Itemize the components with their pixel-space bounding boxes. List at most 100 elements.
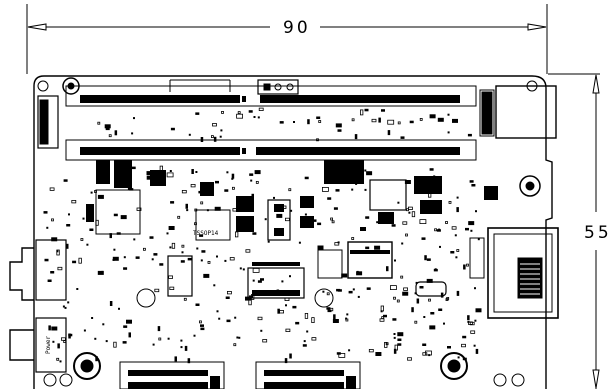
smd-component xyxy=(44,258,49,262)
smd-component xyxy=(387,119,395,125)
smd-component xyxy=(152,343,155,346)
smd-component xyxy=(351,118,355,122)
smd-component xyxy=(128,332,131,338)
smd-component xyxy=(101,270,104,273)
smd-component xyxy=(284,297,290,302)
smd-component xyxy=(364,188,367,191)
smd-component xyxy=(276,213,283,218)
smd-component xyxy=(304,312,309,319)
smd-component xyxy=(180,260,185,263)
smd-component xyxy=(456,196,459,199)
smd-component xyxy=(214,206,221,211)
smd-component xyxy=(455,256,458,259)
smd-component xyxy=(59,360,62,363)
smd-component xyxy=(113,213,118,217)
smd-component xyxy=(257,116,260,119)
chip-marking-label: TSSOP14 xyxy=(193,230,219,237)
smd-component xyxy=(302,344,307,347)
board-outline xyxy=(9,75,553,389)
smd-component xyxy=(196,247,199,250)
usb-connector xyxy=(479,85,557,139)
smd-component xyxy=(365,246,370,250)
smd-component xyxy=(355,172,358,174)
smd-component xyxy=(427,191,432,198)
smd-component xyxy=(351,188,354,191)
smd-component xyxy=(146,175,153,180)
smd-component xyxy=(463,264,466,270)
smd-component xyxy=(183,297,187,301)
smd-component xyxy=(252,279,255,282)
smd-component xyxy=(381,109,385,112)
smd-component xyxy=(311,317,315,324)
smd-component xyxy=(194,208,198,212)
smd-component xyxy=(198,320,202,324)
smd-component xyxy=(95,219,99,226)
smd-component xyxy=(245,296,251,301)
smd-component xyxy=(446,296,450,300)
bottom-connector-outline xyxy=(119,361,361,389)
smd-component xyxy=(470,229,473,232)
smd-component xyxy=(180,339,183,342)
smd-component xyxy=(48,325,51,331)
smd-component xyxy=(285,304,287,307)
smd-component xyxy=(64,306,67,309)
smd-component xyxy=(292,305,297,309)
smd-component xyxy=(346,313,349,316)
smd-component xyxy=(213,284,216,287)
smd-component xyxy=(171,242,176,249)
smd-component xyxy=(97,270,104,275)
smd-component xyxy=(168,226,175,230)
smd-component xyxy=(355,182,358,185)
smd-component xyxy=(220,129,223,132)
smd-component xyxy=(365,216,370,219)
smd-component xyxy=(258,107,264,111)
smd-component xyxy=(151,258,154,261)
smd-component xyxy=(136,207,142,211)
smd-component xyxy=(471,184,476,187)
smd-component xyxy=(426,278,433,283)
smd-component xyxy=(400,275,404,279)
smd-component xyxy=(475,308,482,313)
smd-component xyxy=(311,337,317,341)
smd-component xyxy=(121,178,124,181)
smd-component xyxy=(393,348,397,354)
smd-component xyxy=(224,189,229,192)
smd-component xyxy=(187,358,191,364)
smd-component xyxy=(72,260,77,264)
smd-component xyxy=(331,220,335,224)
smd-component xyxy=(180,346,183,349)
smd-component xyxy=(364,108,369,112)
smd-component xyxy=(303,340,306,343)
smd-component xyxy=(68,213,70,216)
smd-component xyxy=(387,130,391,136)
smd-component xyxy=(104,124,111,129)
smd-component xyxy=(114,130,118,136)
smd-component xyxy=(450,251,455,254)
smd-component xyxy=(231,173,235,179)
smd-component xyxy=(245,249,251,253)
smd-component xyxy=(394,344,398,351)
smd-component xyxy=(231,186,235,190)
smd-component xyxy=(135,256,140,259)
smd-component xyxy=(457,356,460,359)
smd-component xyxy=(194,222,197,226)
smd-component xyxy=(289,353,292,359)
smd-component xyxy=(307,119,310,125)
smd-component xyxy=(242,268,245,271)
smd-component xyxy=(447,346,451,349)
smd-component xyxy=(120,215,127,220)
smd-component xyxy=(326,307,331,310)
smd-component xyxy=(239,267,242,270)
smd-component xyxy=(78,257,82,264)
smd-component xyxy=(203,273,210,278)
smd-component xyxy=(279,310,285,314)
smd-component xyxy=(402,221,408,225)
smd-component xyxy=(123,256,126,259)
smd-component xyxy=(102,323,105,326)
smd-component xyxy=(422,352,428,356)
smd-component xyxy=(254,170,261,175)
smd-component xyxy=(133,238,136,241)
smd-component xyxy=(63,179,68,182)
smd-component xyxy=(317,222,322,226)
